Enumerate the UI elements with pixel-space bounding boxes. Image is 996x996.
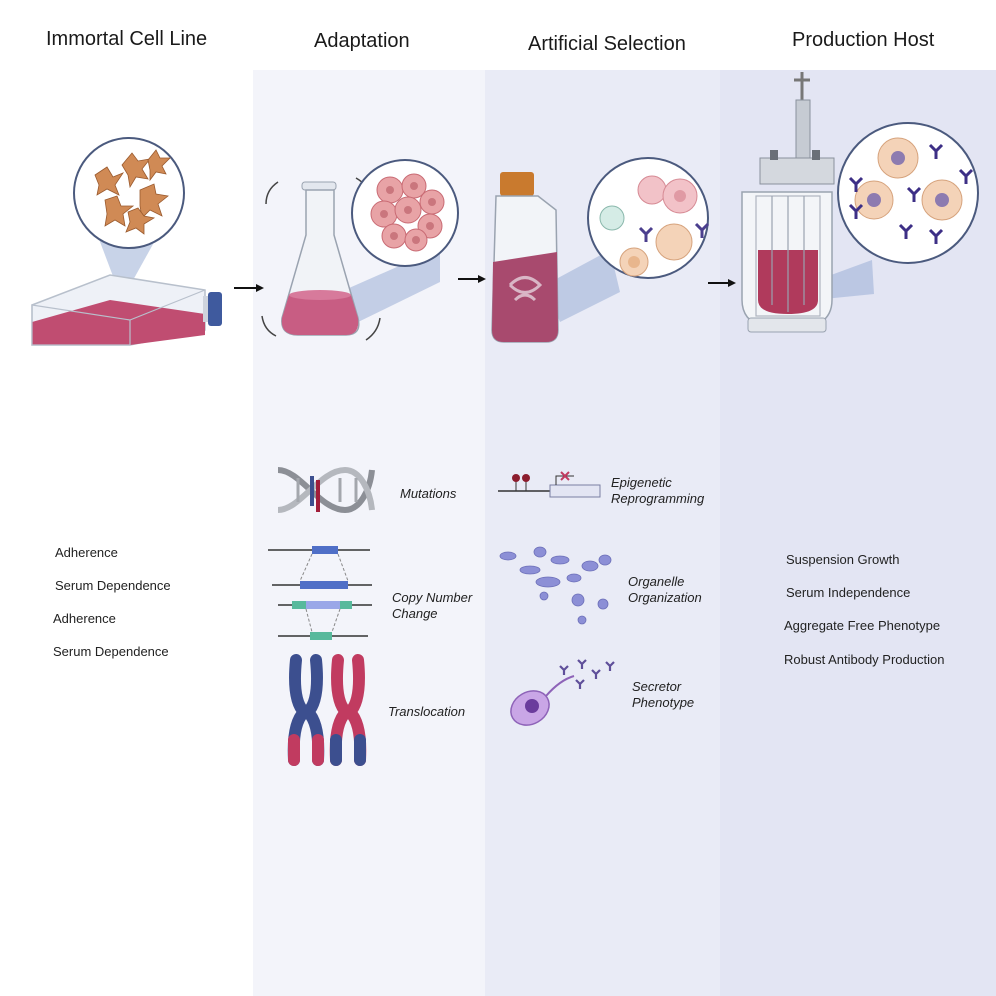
immortal-trait-1: Adherence — [55, 545, 118, 560]
selected-cells-zoom-circle — [587, 157, 710, 279]
secretor-label: Secretor Phenotype — [632, 679, 694, 711]
adaptation-mechanism-icons — [268, 466, 375, 766]
immortal-trait-4: Serum Dependence — [53, 644, 169, 659]
host-trait-1: Suspension Growth — [786, 552, 900, 567]
column-title-immortal: Immortal Cell Line — [46, 28, 208, 50]
cell-clump-zoom-circle — [351, 159, 459, 267]
organelle-label-line1: Organelle — [628, 574, 685, 589]
bioreactor-illustration — [741, 72, 979, 333]
mutations-label: Mutations — [400, 486, 456, 502]
epigenetic-label-line2: Reprogramming — [611, 491, 705, 506]
bioreactor — [741, 72, 835, 333]
arrow-to-host — [708, 279, 736, 287]
secretor-cell-icon — [510, 659, 615, 726]
copy-number-icon — [268, 546, 372, 640]
culture-flask — [31, 274, 222, 346]
column-title-host: Production Host — [792, 29, 935, 51]
mutations-label-line1: Mutations — [400, 486, 457, 501]
secretor-label-line2: Phenotype — [632, 695, 695, 710]
shake-flask-illustration — [261, 159, 486, 341]
erlenmeyer-flask — [281, 181, 360, 336]
copy-number-label: Copy Number Change — [392, 590, 472, 622]
arrow-to-adaptation — [234, 284, 264, 292]
copy-number-label-line2: Change — [392, 606, 438, 621]
selection-mechanism-icons — [498, 471, 615, 726]
immortal-trait-3: Adherence — [53, 611, 116, 626]
host-trait-2: Serum Independence — [786, 585, 911, 600]
organelle-label-line2: Organization — [628, 590, 702, 605]
copy-number-label-line1: Copy Number — [392, 590, 473, 605]
culture-flask-illustration — [31, 137, 264, 346]
bottle-illustration — [491, 157, 736, 343]
host-trait-4: Robust Antibody Production — [784, 652, 945, 667]
bottle-cap — [500, 172, 534, 196]
translocation-label: Translocation — [388, 704, 465, 720]
column-title-adaptation: Adaptation — [314, 30, 410, 52]
arrow-to-selection — [458, 275, 486, 283]
organelle-icon — [499, 546, 612, 625]
secretor-label-line1: Secretor — [632, 679, 682, 694]
epigenetic-icon — [498, 471, 601, 498]
antibody-cells-zoom-circle — [837, 122, 979, 264]
zoom-cone — [340, 248, 440, 325]
epigenetic-label: Epigenetic Reprogramming — [611, 475, 704, 507]
dna-helix-icon — [277, 466, 375, 514]
organelle-label: Organelle Organization — [628, 574, 702, 606]
fibroblast-zoom-circle — [73, 137, 185, 249]
translocation-label-line1: Translocation — [388, 704, 466, 719]
zoom-cone — [545, 250, 620, 322]
host-trait-3: Aggregate Free Phenotype — [784, 618, 941, 633]
immortal-trait-2: Serum Dependence — [55, 578, 171, 593]
chromosome-icon — [287, 654, 367, 766]
media-bottle — [491, 172, 559, 343]
flask-cap — [208, 292, 222, 326]
column-title-selection: Artificial Selection — [528, 33, 686, 55]
epigenetic-label-line1: Epigenetic — [611, 475, 672, 490]
